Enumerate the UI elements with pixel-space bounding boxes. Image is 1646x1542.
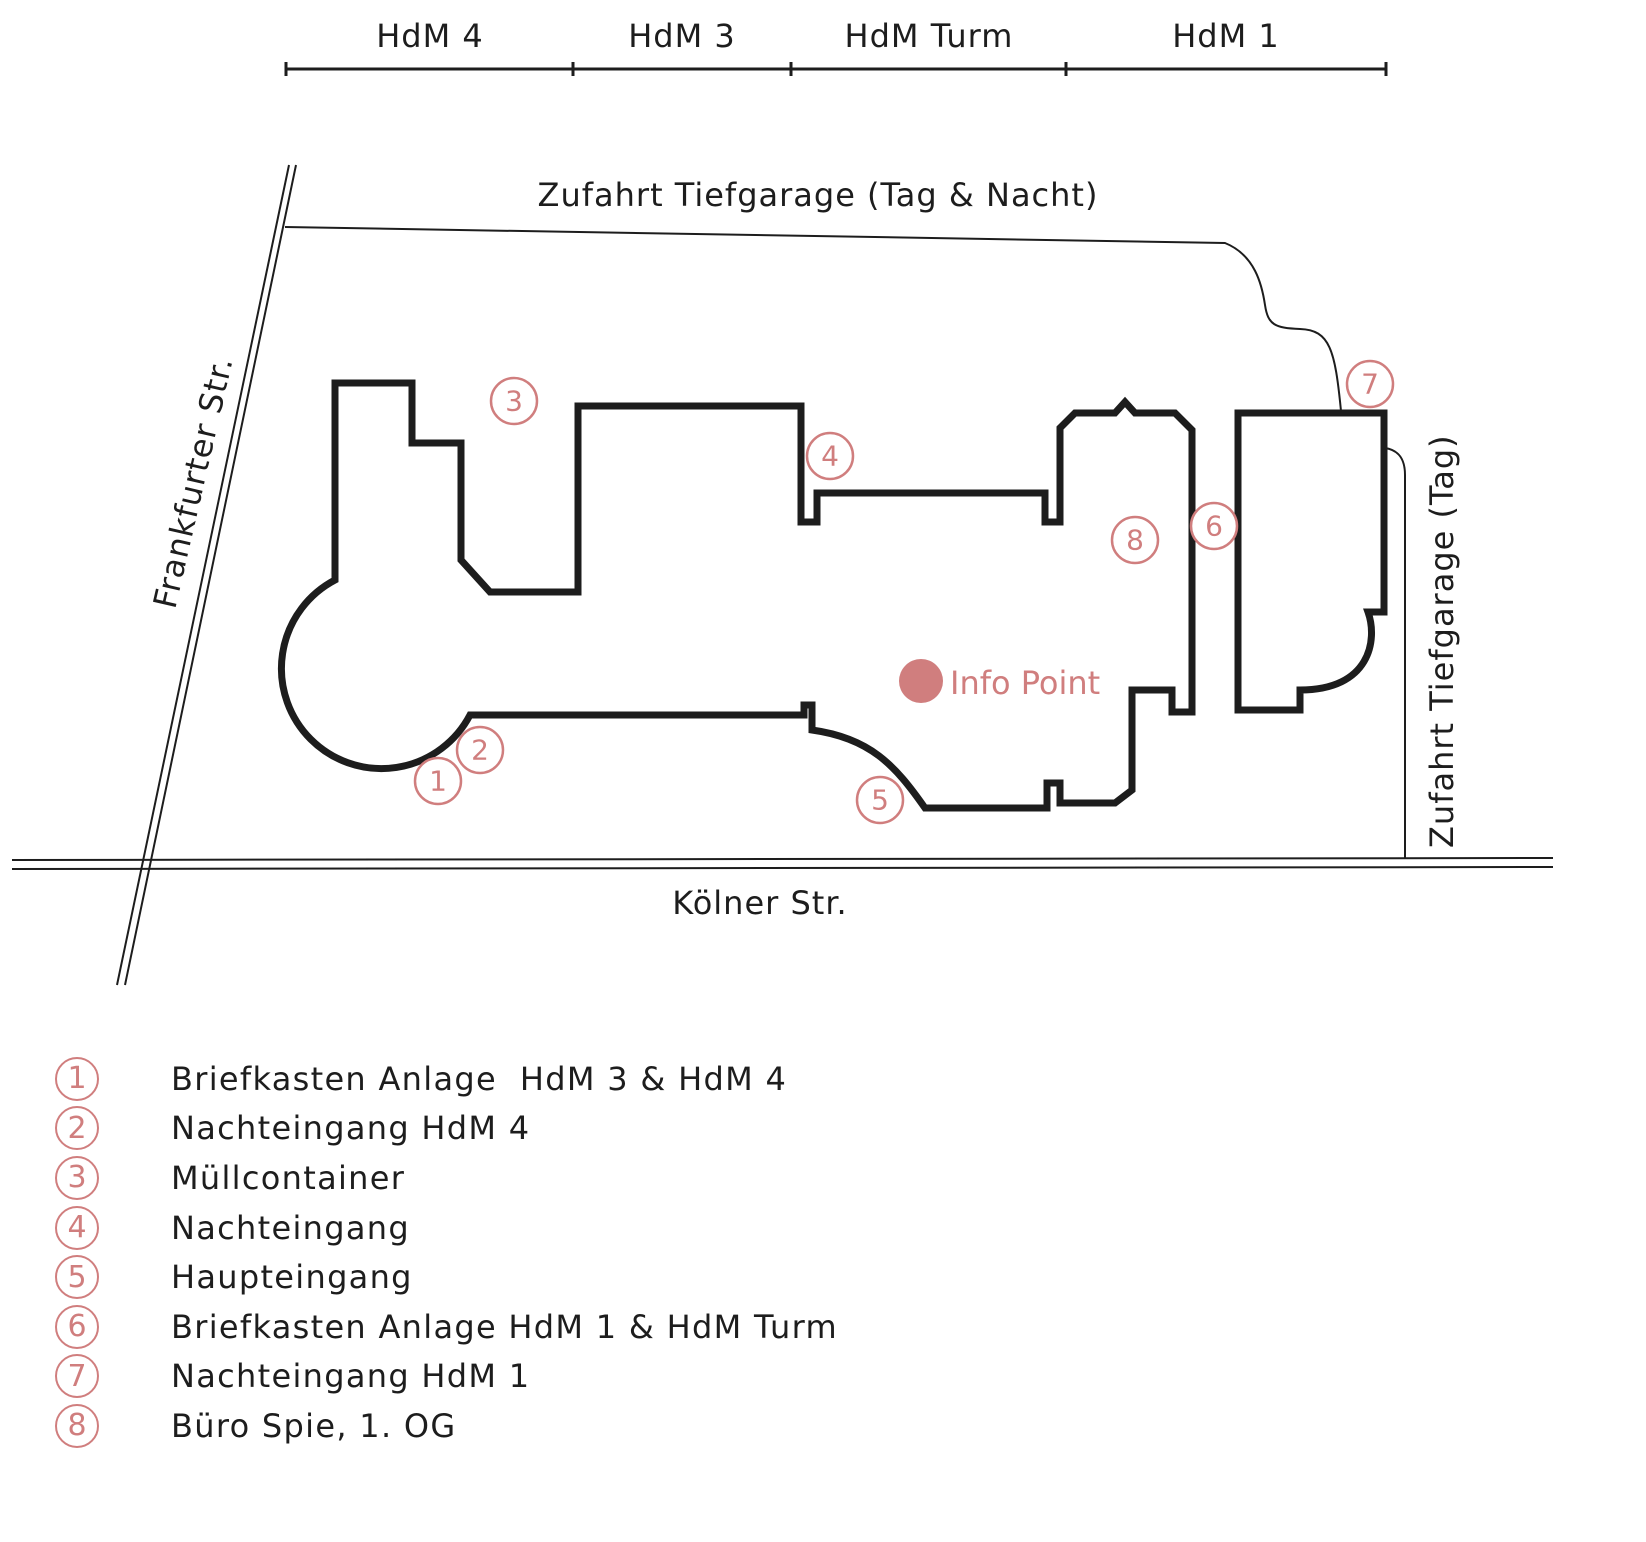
marker-4: 4 bbox=[805, 431, 855, 481]
marker-1: 1 bbox=[413, 756, 463, 806]
legend-text: Briefkasten Anlage HdM 1 & HdM Turm bbox=[171, 1307, 838, 1346]
label-hdm4: HdM 4 bbox=[376, 17, 484, 55]
street-frankfurter: Frankfurter Str. bbox=[146, 353, 241, 612]
marker-3: 3 bbox=[489, 376, 539, 426]
legend-text: Haupteingang bbox=[171, 1258, 413, 1297]
legend-text: Nachteingang bbox=[171, 1208, 410, 1247]
svg-text:3: 3 bbox=[505, 385, 523, 418]
street-top-road: Zufahrt Tiefgarage (Tag & Nacht) bbox=[538, 176, 1099, 214]
legend-number: 8 bbox=[55, 1403, 99, 1448]
svg-text:1: 1 bbox=[429, 765, 447, 798]
legend-number: 1 bbox=[55, 1056, 99, 1101]
legend-text: Büro Spie, 1. OG bbox=[171, 1406, 457, 1445]
street-right-road: Zufahrt Tiefgarage (Tag) bbox=[1423, 434, 1461, 848]
svg-text:8: 8 bbox=[1126, 524, 1144, 557]
marker-8: 8 bbox=[1110, 515, 1160, 565]
svg-text:5: 5 bbox=[871, 784, 889, 817]
label-hdm-turm: HdM Turm bbox=[845, 17, 1014, 55]
label-hdm3: HdM 3 bbox=[628, 17, 736, 55]
legend-number: 5 bbox=[55, 1255, 99, 1300]
legend-item: 1 Briefkasten Anlage HdM 3 & HdM 4 bbox=[55, 1054, 838, 1104]
svg-text:7: 7 bbox=[1361, 368, 1379, 401]
legend-number: 7 bbox=[55, 1354, 99, 1399]
svg-text:2: 2 bbox=[471, 734, 489, 767]
legend-text: Briefkasten Anlage HdM 3 & HdM 4 bbox=[171, 1059, 788, 1098]
roads bbox=[11, 164, 1554, 986]
legend-number: 4 bbox=[55, 1205, 99, 1250]
legend-item: 2 Nachteingang HdM 4 bbox=[55, 1104, 838, 1154]
legend-item: 7 Nachteingang HdM 1 bbox=[55, 1352, 838, 1402]
street-koelner: Kölner Str. bbox=[672, 884, 847, 922]
legend-text: Nachteingang HdM 1 bbox=[171, 1357, 531, 1396]
legend-number: 6 bbox=[55, 1304, 99, 1349]
svg-text:4: 4 bbox=[821, 440, 839, 473]
marker-5: 5 bbox=[855, 775, 905, 825]
building-scale-bar bbox=[284, 62, 1388, 76]
building-main bbox=[277, 379, 1196, 812]
legend-number: 3 bbox=[55, 1155, 99, 1200]
legend-text: Nachteingang HdM 4 bbox=[171, 1109, 531, 1148]
legend-item: 8 Büro Spie, 1. OG bbox=[55, 1401, 838, 1451]
marker-6: 6 bbox=[1189, 501, 1239, 551]
building-hdm1 bbox=[1234, 409, 1388, 714]
marker-2: 2 bbox=[455, 725, 505, 775]
info-point-dot bbox=[899, 659, 943, 703]
legend-item: 5 Haupteingang bbox=[55, 1252, 838, 1302]
label-hdm1: HdM 1 bbox=[1172, 17, 1280, 55]
legend-item: 6 Briefkasten Anlage HdM 1 & HdM Turm bbox=[55, 1302, 838, 1352]
info-point-label: Info Point bbox=[950, 664, 1100, 702]
legend-item: 3 Müllcontainer bbox=[55, 1153, 838, 1203]
marker-7: 7 bbox=[1345, 359, 1395, 409]
legend-text: Müllcontainer bbox=[171, 1158, 406, 1197]
svg-text:6: 6 bbox=[1205, 510, 1223, 543]
legend-item: 4 Nachteingang bbox=[55, 1203, 838, 1253]
legend-number: 2 bbox=[55, 1106, 99, 1151]
